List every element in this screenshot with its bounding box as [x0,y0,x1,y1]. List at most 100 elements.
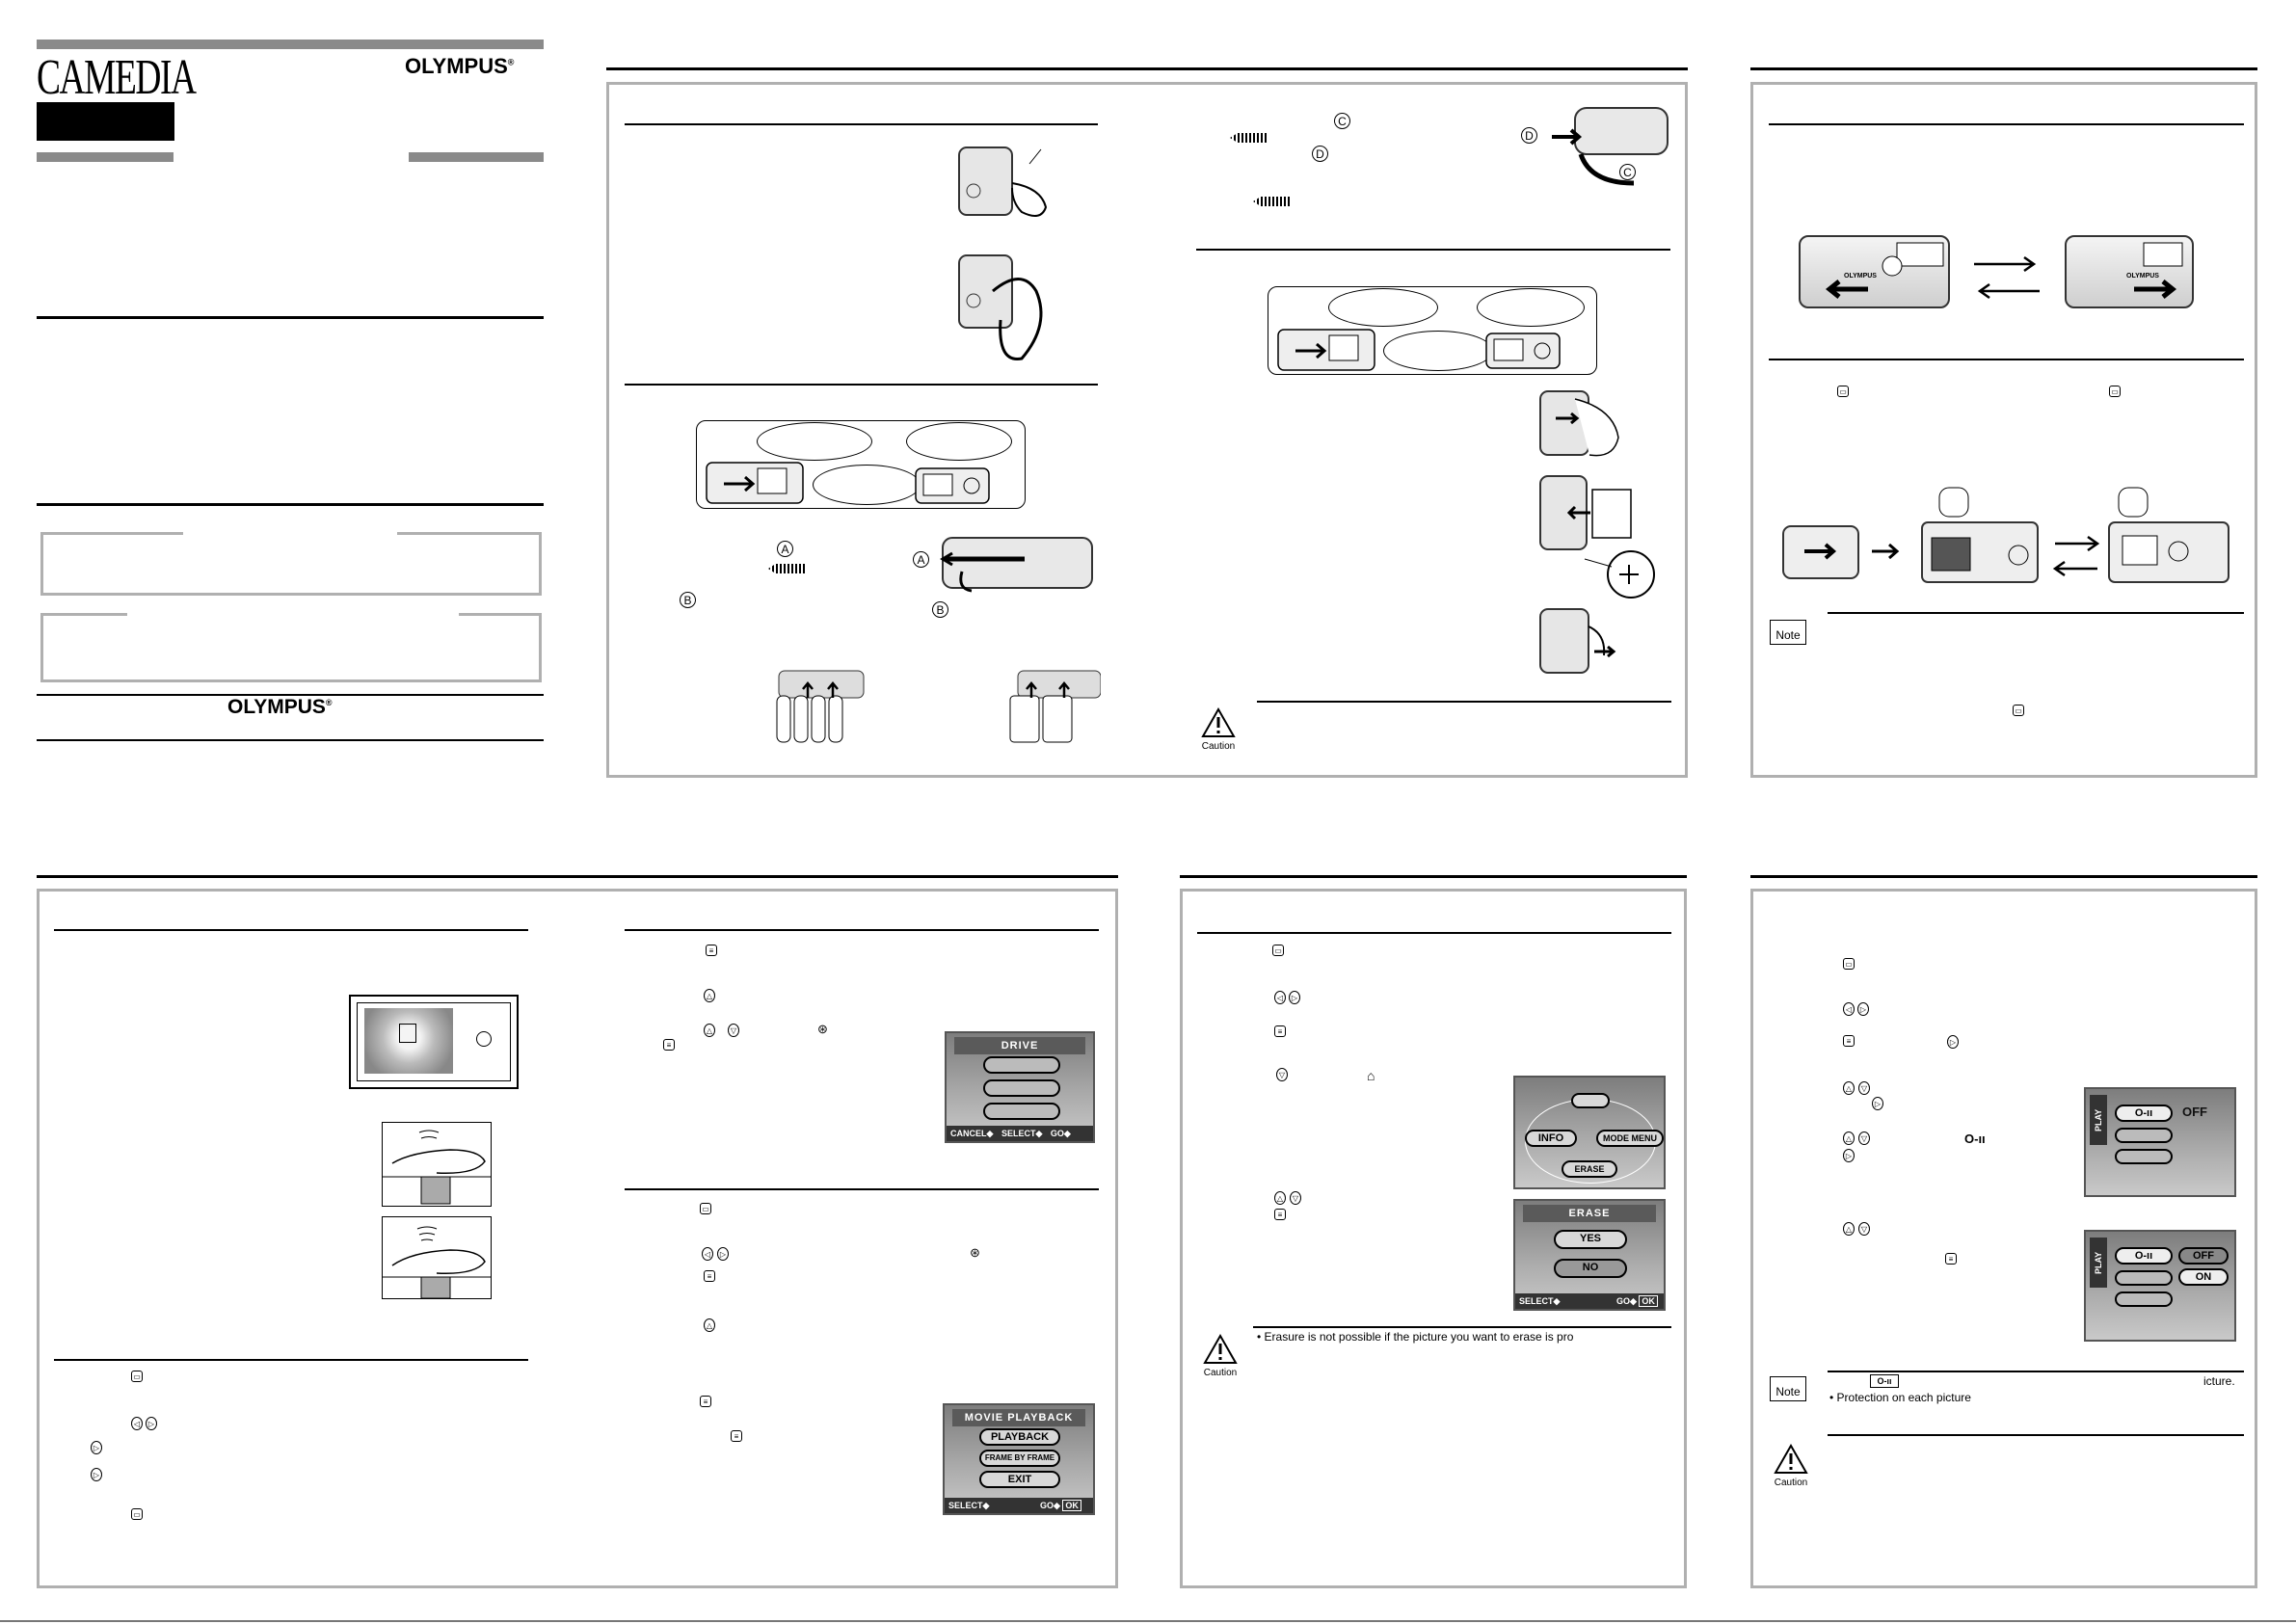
left-arrow-icon-2: ◁ [702,1247,713,1261]
protect-option-5[interactable] [2115,1291,2173,1307]
card-insert-step-1 [1536,389,1625,459]
erase-title: ERASE [1523,1205,1656,1222]
label-circle-b: B [680,592,696,608]
left-arrow-icon-1: ◁ [131,1417,143,1430]
mode-menu-screen: INFO MODE MENU ERASE [1513,1076,1666,1189]
erase-confirm-screen: ERASE YES NO SELECT◆ GO◆ OK [1513,1199,1666,1311]
half-press-drawing [383,1130,491,1205]
mode-menu-mode-menu[interactable]: MODE MENU [1596,1130,1664,1147]
power-note-rule [1828,612,2244,614]
protect-ok-icon-2: ≡ [1945,1253,1957,1265]
movie-option-playback[interactable]: PLAYBACK [979,1428,1060,1446]
card-cover-illustration [1546,100,1671,193]
camera-front-drawing-2: OLYMPUS [2126,242,2183,299]
caution-label-3: Caution [1774,1478,1808,1488]
down-arrow-icon-1: ▽ [728,1024,739,1037]
protect-right-arrow-icon-4: ▷ [1843,1149,1855,1162]
camera-front-lens-closed: OLYMPUS [1799,235,1950,308]
cover-black-block [37,102,174,141]
ok-button-icon-4: ≡ [700,1396,711,1407]
protect-option-2[interactable] [2115,1128,2173,1143]
mode-menu-erase[interactable]: ERASE [1562,1160,1617,1178]
protect-ok-icon-1: ≡ [1843,1035,1855,1047]
drive-option-single[interactable] [983,1056,1060,1074]
protect-right-arrow-icon: ▷ [1857,1002,1869,1016]
movie-footer: SELECT◆ GO◆ OK [945,1498,1093,1513]
protect-key-option-2[interactable]: O-ıı [2115,1247,2173,1265]
battery-cover-drawing [940,537,1093,593]
erase-no-option[interactable]: NO [1554,1259,1627,1278]
viewfinder-photo [364,1008,453,1074]
protect-option-3[interactable] [2115,1149,2173,1164]
drive-footer-select: SELECT◆ [1001,1129,1043,1138]
monitor-sequence-drawing [1782,487,2229,583]
monitor-button-icon-2: ▭ [2109,386,2121,397]
protect-play-tab-2: PLAY [2090,1238,2107,1288]
protect-down-arrow-icon-3: ▽ [1858,1222,1870,1236]
drive-option-movie[interactable] [983,1103,1060,1120]
play-button-icon-1: ▭ [131,1371,143,1382]
erase-yes-option[interactable]: YES [1554,1230,1627,1249]
right-arrow-icon-3: ▷ [91,1468,102,1481]
camera-front-drawing-1: OLYMPUS [1825,242,1944,299]
protect-key-option-1[interactable]: O-ıı [2115,1105,2173,1122]
note-block-1: Note [1770,620,1806,645]
card-camera-arrow-drawing [1277,329,1375,371]
protect-value-1: OFF [2182,1105,2207,1119]
caution-block-3: Caution [1768,1443,1814,1492]
card-caution-rule [1257,701,1671,703]
viewfinder-inner [357,1002,511,1081]
card-bubble-left [1328,288,1438,327]
mode-menu-info[interactable]: INFO [1525,1130,1577,1147]
ok-button-icon-3: ≡ [704,1270,715,1282]
caution-block-2: Caution [1197,1333,1243,1382]
protect-option-4[interactable] [2115,1270,2173,1286]
erase-footer-select: SELECT◆ [1519,1296,1561,1306]
up-arrow-icon-3: △ [704,1318,715,1332]
movie-option-frame-by-frame[interactable]: FRAME BY FRAME [979,1450,1060,1467]
caution-label: Caution [1201,741,1236,752]
label-circle-d: D [1312,146,1328,162]
page3-top-rule [1750,67,2257,70]
protect-on-option[interactable]: ON [2178,1268,2229,1286]
page5-top-rule [1180,875,1687,878]
protect-caution-rule [1828,1434,2244,1436]
movie-option-exit[interactable]: EXIT [979,1471,1060,1488]
play-button-icon-2: ▭ [131,1508,143,1520]
page2-top-rule [606,67,1688,70]
monitor-sequence [1775,484,2238,585]
olympus-logo-text-2: OLYMPUS [227,696,326,718]
mode-menu-top[interactable] [1571,1093,1610,1108]
aa-batteries-drawing [776,670,865,743]
erase-left-arrow-icon: ◁ [1274,991,1286,1004]
camera-back-drawing [915,467,990,504]
label-circle-b-2: B [932,601,948,618]
protect-down-arrow-icon-1: ▽ [1858,1081,1870,1095]
camera-front-lens-open: OLYMPUS [2065,235,2194,308]
protect-key-icon-2: O-ıı [1870,1374,1899,1388]
erase-footer-ok: OK [1639,1295,1658,1307]
label-circle-a: A [777,541,793,557]
movie-heading-rule [625,1188,1099,1190]
battery-insert-illustration-2 [1004,669,1102,746]
erase-down-arrow-icon: ▽ [1276,1068,1288,1081]
label-circle-a-2: A [913,551,929,568]
right-arrow-icon-2: ▷ [91,1441,102,1454]
right-arrow-icon-4: ▷ [717,1247,729,1261]
strap-illustration-2 [954,253,1060,368]
protect-menu-screen-1: PLAY O-ıı OFF [2084,1087,2236,1197]
battery-heading-rule [625,384,1098,386]
label-circle-d-2: D [1521,127,1537,144]
erase-play-icon: ▭ [1272,945,1284,956]
double-arrow-drawing [1974,255,2040,300]
card-insert-step-3 [1536,607,1623,679]
cover-box-2 [40,613,542,682]
caution-icon-3 [1774,1443,1808,1474]
cover-left-bar [37,152,174,162]
registered-mark-2: ® [325,698,333,707]
page4-panel [37,889,1118,1588]
drive-option-sequential[interactable] [983,1079,1060,1097]
protect-off-option[interactable]: OFF [2178,1247,2229,1265]
crv3-battery-drawing [1009,670,1102,743]
erase-down-arrow-icon-2: ▽ [1290,1191,1301,1205]
